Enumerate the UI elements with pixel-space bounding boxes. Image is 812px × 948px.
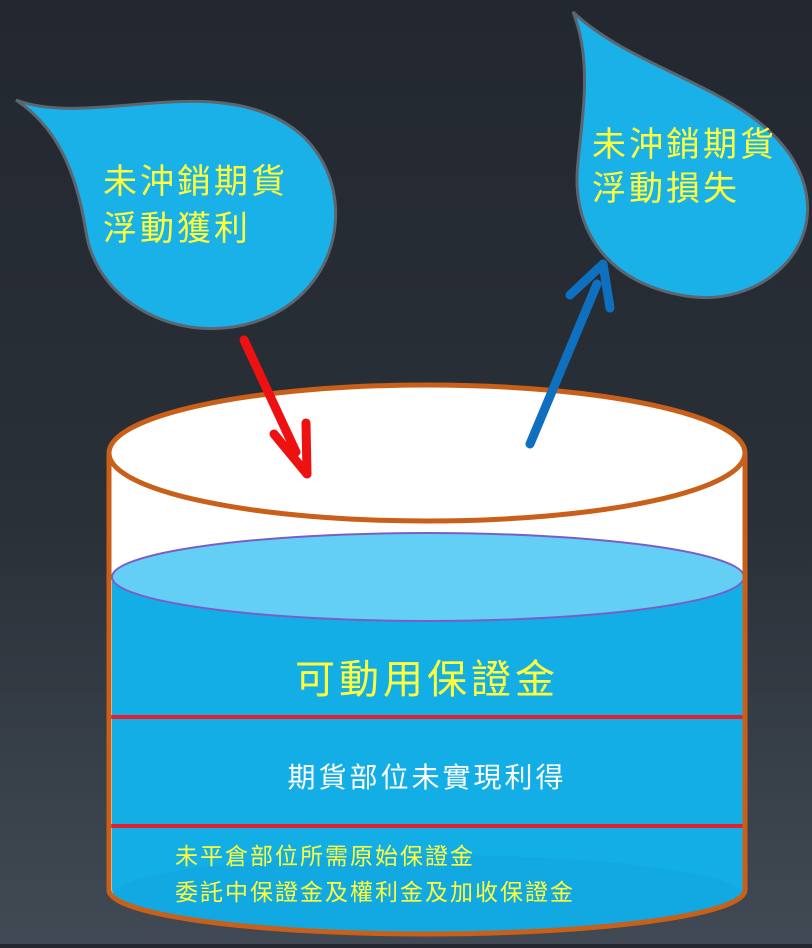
arrow-up-right-icon bbox=[525, 259, 615, 449]
margin-tank: 可動用保證金 期貨部位未實現利得 未平倉部位所需原始保證金 委託中保證金及權利金… bbox=[106, 382, 748, 937]
tank-top-rim bbox=[106, 382, 748, 524]
water-fill bbox=[112, 577, 744, 932]
gain-drop-shape bbox=[15, 98, 338, 331]
available-margin-label: 可動用保證金 bbox=[295, 657, 559, 703]
arrow-down-right-icon bbox=[239, 335, 312, 479]
gain-drop-label-line1: 未沖銷期貨 bbox=[103, 162, 288, 202]
initial-margin-label-line1: 未平倉部位所需原始保證金 bbox=[175, 844, 475, 870]
water-surface bbox=[111, 532, 745, 622]
loss-drop-label-line1: 未沖銷期貨 bbox=[592, 125, 777, 165]
tank-bottom-rim bbox=[106, 889, 748, 937]
loss-drop-label-line2: 浮動損失 bbox=[592, 169, 740, 209]
loss-drop-shape bbox=[571, 10, 809, 299]
gain-drop-label-line2: 浮動獲利 bbox=[103, 209, 251, 249]
gain-drop: 未沖銷期貨 浮動獲利 bbox=[15, 98, 338, 331]
initial-margin-label-line2: 委託中保證金及權利金及加收保證金 bbox=[175, 880, 575, 906]
unrealized-profit-label: 期貨部位未實現利得 bbox=[287, 761, 566, 794]
loss-drop: 未沖銷期貨 浮動損失 bbox=[571, 10, 809, 299]
